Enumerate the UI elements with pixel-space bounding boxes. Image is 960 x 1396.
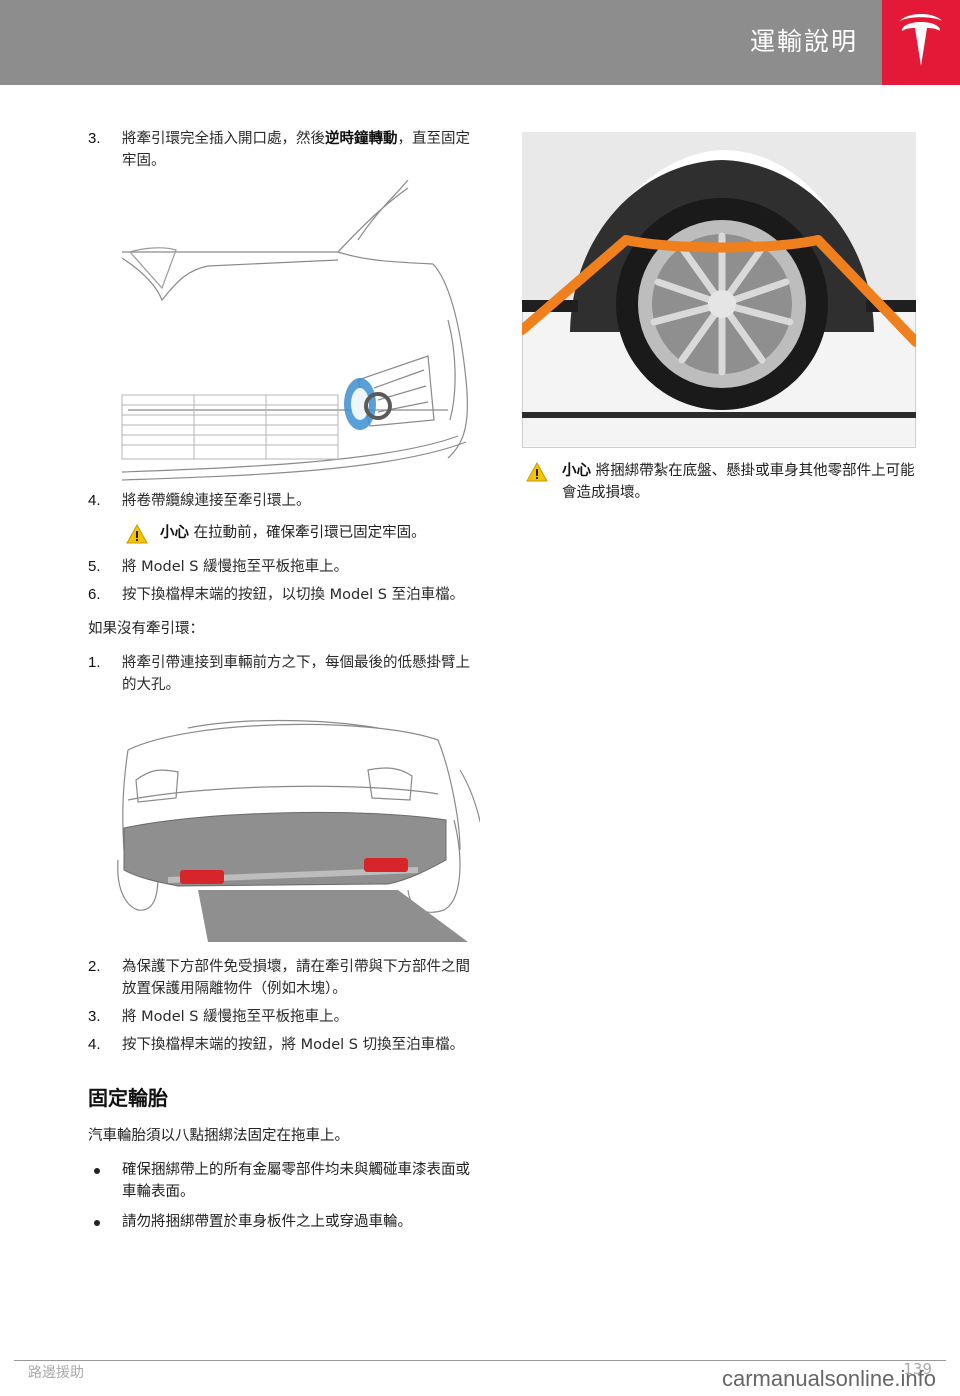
page-title: 運輸說明 [749,27,858,56]
tesla-logo [882,0,960,85]
step-b4: 4. 按下換檔桿末端的按鈕，將 Model S 切換至泊車檔。 [88,1034,480,1056]
footer-section: 路邊援助 [28,1365,84,1381]
step-text: 按下換檔桿末端的按鈕，將 Model S 切換至泊車檔。 [122,1037,465,1053]
step-text: 按下換檔桿末端的按鈕，以切換 Model S 至泊車檔。 [122,587,465,603]
step-number: 1. [88,654,101,671]
step-bold-text: 逆時鐘轉動 [325,131,398,147]
caution-label: 小心 [160,525,189,541]
caution-label: 小心 [562,463,591,479]
no-ring-intro: 如果沒有牽引環： [88,621,204,637]
section-intro: 汽車輪胎須以八點捆綁法固定在拖車上。 [88,1128,349,1144]
tesla-logo-icon [900,14,942,66]
wheel-strap-illustration [517,132,921,448]
step-text: 將 Model S 緩慢拖至平板拖車上。 [122,1009,349,1025]
step-b3: 3. 將 Model S 緩慢拖至平板拖車上。 [88,1006,480,1028]
step-text: 為保護下方部件免受損壞，請在牽引帶與下方部件之間放置保護用隔離物件（例如木塊）。 [122,959,470,997]
step-number: 4. [88,1036,101,1053]
bullet-item: 確保捆綁帶上的所有金屬零部件均未與觸碰車漆表面或車輪表面。 [88,1159,480,1203]
step-number: 3. [88,130,101,147]
bullet-dot [94,1168,100,1174]
page-number: 139 [903,1360,932,1378]
step-number: 6. [88,586,101,603]
footer-divider [14,1360,946,1361]
bullet-text: 確保捆綁帶上的所有金屬零部件均未與觸碰車漆表面或車輪表面。 [122,1162,470,1200]
caution-notice: 小心 在拉動前，確保牽引環已固定牢固。 [88,522,480,544]
step-4: 4. 將卷帶纜線連接至牽引環上。 [88,490,480,512]
bullet-item: 請勿將捆綁帶置於車身板件之上或穿過車輪。 [88,1211,480,1233]
step-number: 4. [88,492,101,509]
step-number: 2. [88,958,101,975]
page-header: 運輸說明 [0,0,960,85]
step-text: 將牽引環完全插入開口處，然後 [122,131,325,147]
caution-notice: 小心 將捆綁帶紮在底盤、懸掛或車身其他零部件上可能會造成損壞。 [522,460,916,504]
step-text: ，直至固定牢固。 [122,131,470,169]
tow-ring-illustration [88,179,480,490]
bullet-dot [94,1220,100,1226]
step-text: 將卷帶纜線連接至牽引環上。 [122,493,311,509]
step-b2: 2. 為保護下方部件免受損壞，請在牽引帶與下方部件之間放置保護用隔離物件（例如木… [88,956,480,1000]
bullet-text: 請勿將捆綁帶置於車身板件之上或穿過車輪。 [122,1214,412,1230]
section-heading: 固定輪胎 [88,1086,168,1110]
warning-triangle-icon [526,461,548,489]
watermark: carmanualsonline.info [721,1366,936,1391]
warning-triangle-icon [126,523,148,551]
left-column: 3. 將牽引環完全插入開口處，然後逆時鐘轉動，直至固定牢固。 [88,128,483,1241]
right-column: 小心 將捆綁帶紮在底盤、懸掛或車身其他零部件上可能會造成損壞。 [517,132,921,504]
step-number: 3. [88,1008,101,1025]
step-text: 將 Model S 緩慢拖至平板拖車上。 [122,559,349,575]
caution-text: 將捆綁帶紮在底盤、懸掛或車身其他零部件上可能會造成損壞。 [562,463,915,501]
step-5: 5. 將 Model S 緩慢拖至平板拖車上。 [88,556,480,578]
step-6: 6. 按下換檔桿末端的按鈕，以切換 Model S 至泊車檔。 [88,584,480,606]
step-number: 5. [88,558,101,575]
caution-text: 在拉動前，確保牽引環已固定牢固。 [193,525,426,541]
step-b1: 1. 將牽引帶連接到車輛前方之下，每個最後的低懸掛臂上的大孔。 [88,652,480,696]
step-3: 3. 將牽引環完全插入開口處，然後逆時鐘轉動，直至固定牢固。 [88,128,480,172]
step-text: 將牽引帶連接到車輛前方之下，每個最後的低懸掛臂上的大孔。 [122,655,470,693]
strap-attachment-illustration [88,710,483,942]
